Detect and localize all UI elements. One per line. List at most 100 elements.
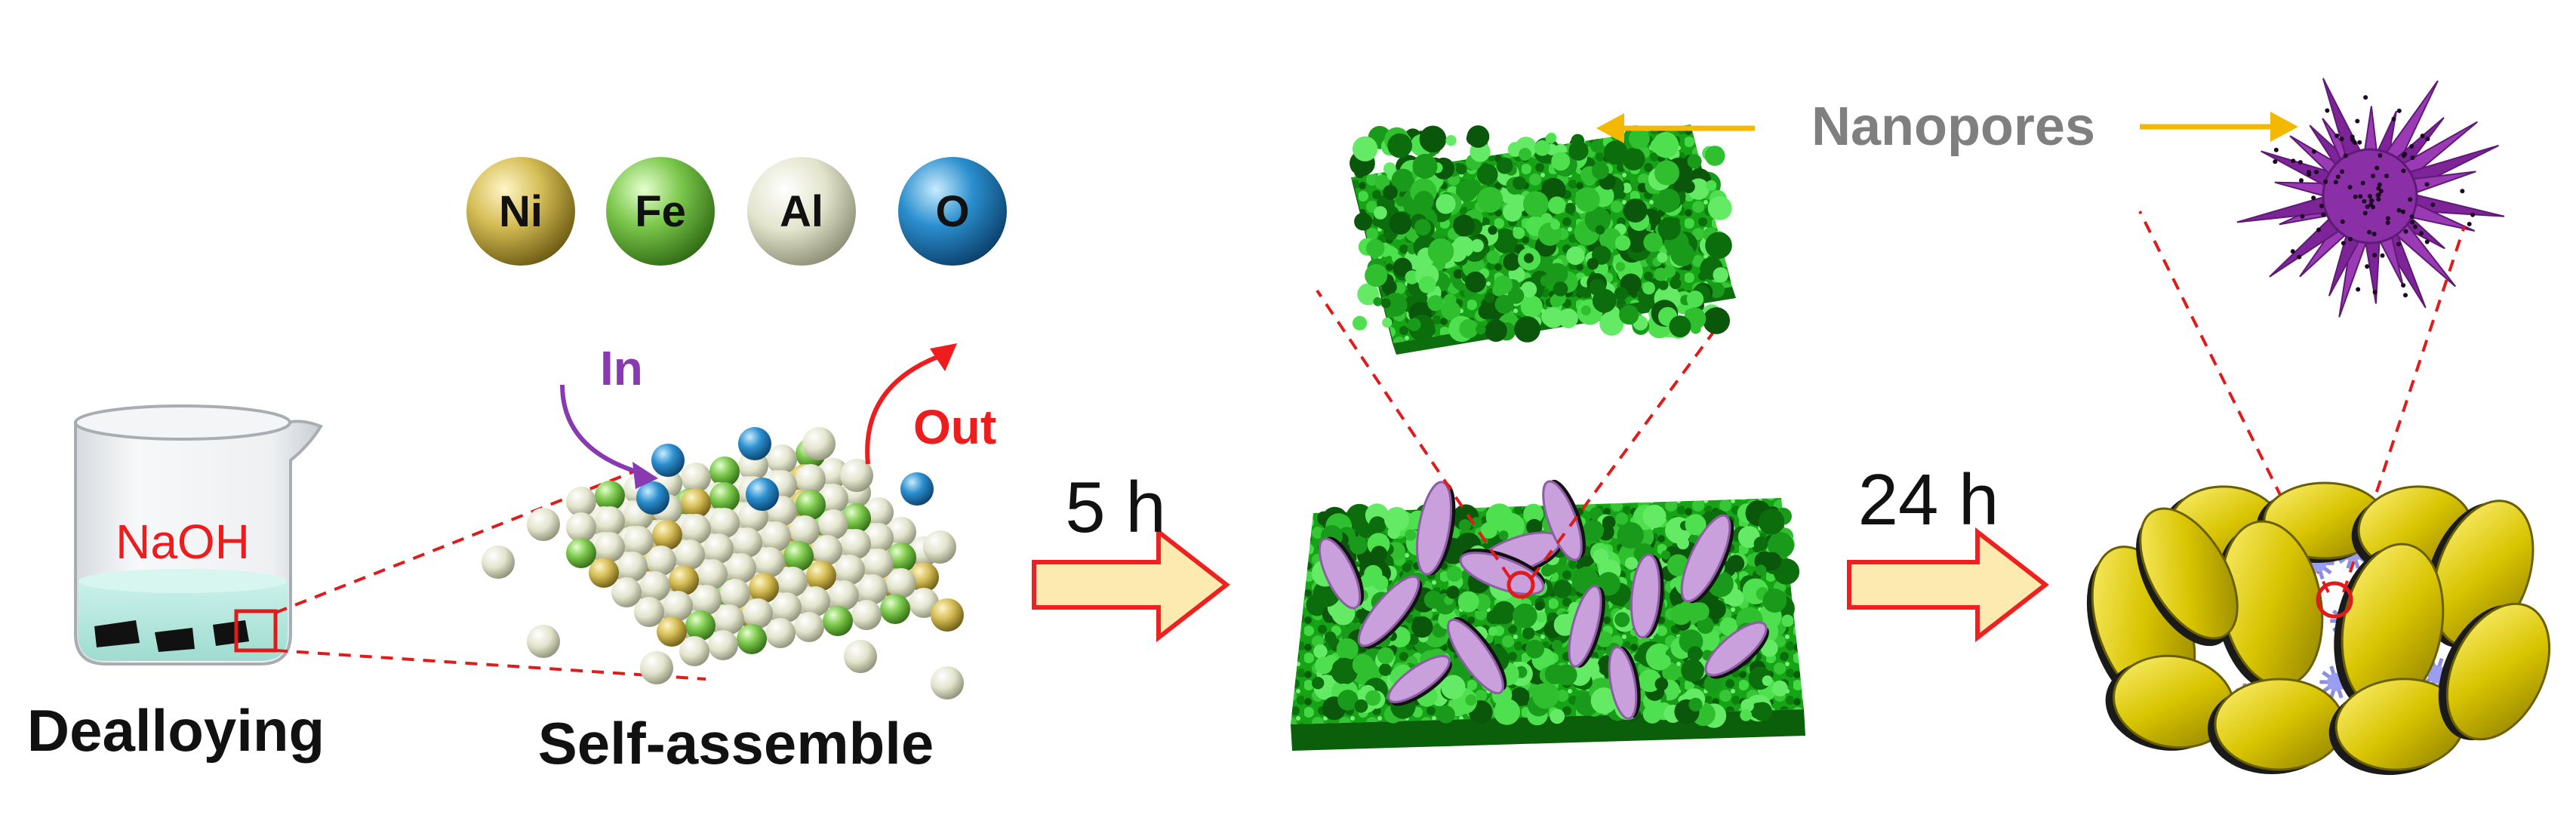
nanosheet bbox=[1568, 585, 1602, 668]
plate bbox=[2214, 678, 2345, 771]
lattice-atom bbox=[634, 597, 664, 627]
lattice-atom bbox=[857, 574, 888, 604]
free-atom bbox=[527, 625, 560, 658]
lattice-atom bbox=[909, 562, 939, 592]
free-atom bbox=[844, 640, 877, 673]
self-assemble-caption: Self-assemble bbox=[538, 710, 934, 776]
out-label: Out bbox=[913, 400, 996, 454]
nanosheet bbox=[1608, 646, 1638, 720]
nanosheets bbox=[1318, 479, 1769, 720]
lattice-atom bbox=[709, 508, 740, 538]
lattice-atom bbox=[681, 514, 711, 544]
lattice-atom bbox=[823, 606, 853, 636]
lattice-atom bbox=[652, 520, 682, 550]
lattice-atom bbox=[841, 529, 871, 559]
lattice-atom bbox=[863, 497, 894, 527]
free-atom bbox=[527, 508, 560, 541]
lattice-atom bbox=[595, 481, 625, 511]
lattice-atom bbox=[589, 558, 619, 588]
lattice-atom bbox=[771, 592, 802, 622]
plate-cluster bbox=[2086, 481, 2551, 776]
alloy-pieces bbox=[94, 620, 249, 652]
dealloying-caption: Dealloying bbox=[27, 697, 325, 764]
lattice-atom bbox=[806, 561, 836, 591]
lattice-atom bbox=[777, 567, 808, 597]
free-atom bbox=[840, 459, 873, 492]
free-atom bbox=[923, 530, 956, 564]
zoom-box bbox=[234, 609, 278, 653]
lattice-atom bbox=[681, 463, 711, 493]
lattice-atom bbox=[623, 526, 654, 556]
lattice-atom bbox=[697, 559, 728, 589]
step-time-1: 5 h bbox=[1065, 467, 1165, 548]
free-atom bbox=[802, 427, 836, 460]
nanosheet bbox=[1318, 537, 1362, 610]
cluster-zoom-circle bbox=[2316, 581, 2353, 619]
step-arrow-2 bbox=[1847, 527, 2049, 643]
lattice-atom bbox=[566, 512, 596, 543]
lattice-atom bbox=[714, 604, 744, 635]
lattice-atom bbox=[681, 488, 711, 518]
lattice-atom bbox=[755, 547, 785, 577]
lattice-atom bbox=[863, 549, 894, 579]
foam-zoom-circle bbox=[1507, 570, 1535, 599]
lattice-atom bbox=[818, 484, 848, 514]
free-atom bbox=[931, 666, 964, 699]
lattice-atom bbox=[679, 636, 709, 666]
beaker: NaOH Dealloying bbox=[27, 404, 325, 764]
free-atom bbox=[640, 651, 673, 684]
lattice-atom bbox=[709, 456, 740, 487]
lattice-atom bbox=[595, 532, 625, 562]
step-time-2: 24 h bbox=[1858, 460, 1999, 540]
nanoporous-block bbox=[1350, 124, 1736, 355]
nanosheet bbox=[1357, 575, 1420, 647]
lattice-atom bbox=[835, 555, 865, 585]
plate bbox=[2445, 602, 2551, 741]
lattice-atom bbox=[737, 624, 767, 654]
in-label: In bbox=[600, 341, 643, 395]
oxygen-atom: O bbox=[898, 157, 1007, 266]
iron-label: Fe bbox=[635, 187, 686, 236]
lattice-atom bbox=[886, 568, 916, 598]
lattice-atom bbox=[812, 535, 842, 565]
lattice-atom bbox=[611, 577, 642, 607]
nanosheet bbox=[1387, 655, 1451, 703]
element-legend: Ni Fe Al O bbox=[466, 157, 1007, 266]
nanosheet bbox=[1416, 481, 1452, 576]
free-atom bbox=[900, 472, 934, 506]
atom-lattice bbox=[482, 427, 964, 699]
free-atom bbox=[651, 444, 685, 477]
lattice-atom bbox=[617, 552, 648, 582]
lattice-atom bbox=[708, 630, 738, 660]
free-atom bbox=[636, 481, 669, 515]
nanosheet bbox=[1704, 621, 1768, 677]
free-atom bbox=[931, 598, 964, 632]
lattice-atom bbox=[794, 612, 824, 642]
lattice-atom bbox=[675, 540, 705, 570]
lattice-atom bbox=[709, 482, 740, 512]
lattice-atom bbox=[726, 553, 756, 583]
aluminum-label: Al bbox=[780, 187, 823, 236]
nanosheet bbox=[1459, 552, 1545, 595]
lattice-atom bbox=[880, 594, 910, 624]
lattice-atom bbox=[691, 585, 722, 615]
nickel-atom: Ni bbox=[466, 157, 575, 266]
lattice-atom bbox=[685, 610, 716, 641]
free-atom bbox=[738, 427, 771, 460]
naoh-label: NaOH bbox=[115, 515, 250, 569]
lattice-atom bbox=[657, 616, 687, 647]
nanosheet bbox=[1680, 514, 1731, 603]
iron-atom: Fe bbox=[606, 157, 715, 266]
step-arrow-1 bbox=[1032, 527, 1230, 643]
lattice-atom bbox=[640, 571, 670, 601]
lattice-atom bbox=[796, 490, 826, 520]
nanopores-label: Nanopores bbox=[1811, 97, 2095, 157]
lattice-atom bbox=[732, 527, 762, 558]
free-atom bbox=[482, 546, 515, 579]
lattice-atom bbox=[669, 565, 699, 595]
free-atom bbox=[746, 478, 779, 511]
nanosheet bbox=[1630, 553, 1661, 639]
urchin-particle bbox=[2236, 78, 2505, 318]
lattice-atom bbox=[818, 509, 848, 540]
